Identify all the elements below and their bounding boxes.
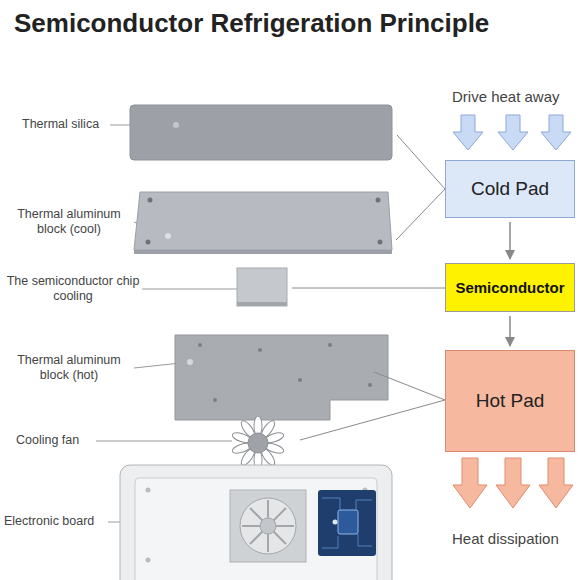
fan-spokes: [242, 500, 294, 552]
callout-dot: [187, 359, 193, 365]
board-chip: [338, 510, 358, 534]
leader-line: [142, 289, 237, 290]
callout-dot: [173, 122, 179, 128]
flow-arrow: [509, 222, 511, 259]
chip-edge: [237, 302, 287, 306]
fan-hub: [260, 518, 276, 534]
callout-dot: [165, 233, 171, 239]
electronic-board: [318, 490, 376, 556]
node-text: Cold Pad: [471, 178, 549, 200]
pad-box: Cold Pad: [445, 160, 575, 218]
callout-dot: [333, 520, 338, 525]
cold-flow-arrows: [453, 115, 571, 150]
pad-box: Hot Pad: [445, 350, 575, 452]
pad-box: Semiconductor: [445, 263, 575, 312]
screw-holes: [146, 198, 383, 245]
fan-grille: [230, 490, 306, 562]
part-label: Cooling fan: [16, 433, 79, 448]
node-text: Semiconductor: [455, 279, 564, 296]
block-edge: [134, 250, 392, 254]
screw-holes: [198, 343, 372, 402]
leader-lines: [96, 125, 335, 522]
flow-label: Drive heat away: [452, 88, 560, 106]
hot-aluminum-block: [175, 335, 388, 420]
part-label: Thermal aluminum block (hot): [8, 353, 130, 383]
part-label: Electronic board: [4, 514, 94, 529]
node-text: Hot Pad: [476, 390, 545, 412]
diagram-title: Semiconductor Refrigeration Principle: [14, 8, 489, 39]
bracket-lines: [292, 135, 445, 440]
base-housing: [120, 465, 392, 580]
cooling-fan: [231, 416, 285, 470]
board-traces: [322, 498, 372, 548]
fan-opening: [240, 498, 296, 554]
flow-arrow: [509, 316, 511, 346]
thermal-silica-sheet: [130, 105, 392, 160]
cool-aluminum-block: [134, 192, 392, 250]
part-label: Thermal aluminum block (cool): [8, 207, 130, 237]
flow-label: Heat dissipation: [452, 530, 559, 548]
heat-flow-arrows: [453, 458, 573, 508]
housing-tray: [135, 478, 377, 580]
semiconductor-chip: [237, 268, 287, 306]
part-label: Thermal silica: [22, 117, 99, 132]
part-label: The semiconductor chip cooling: [6, 274, 140, 304]
leader-line: [96, 441, 232, 442]
